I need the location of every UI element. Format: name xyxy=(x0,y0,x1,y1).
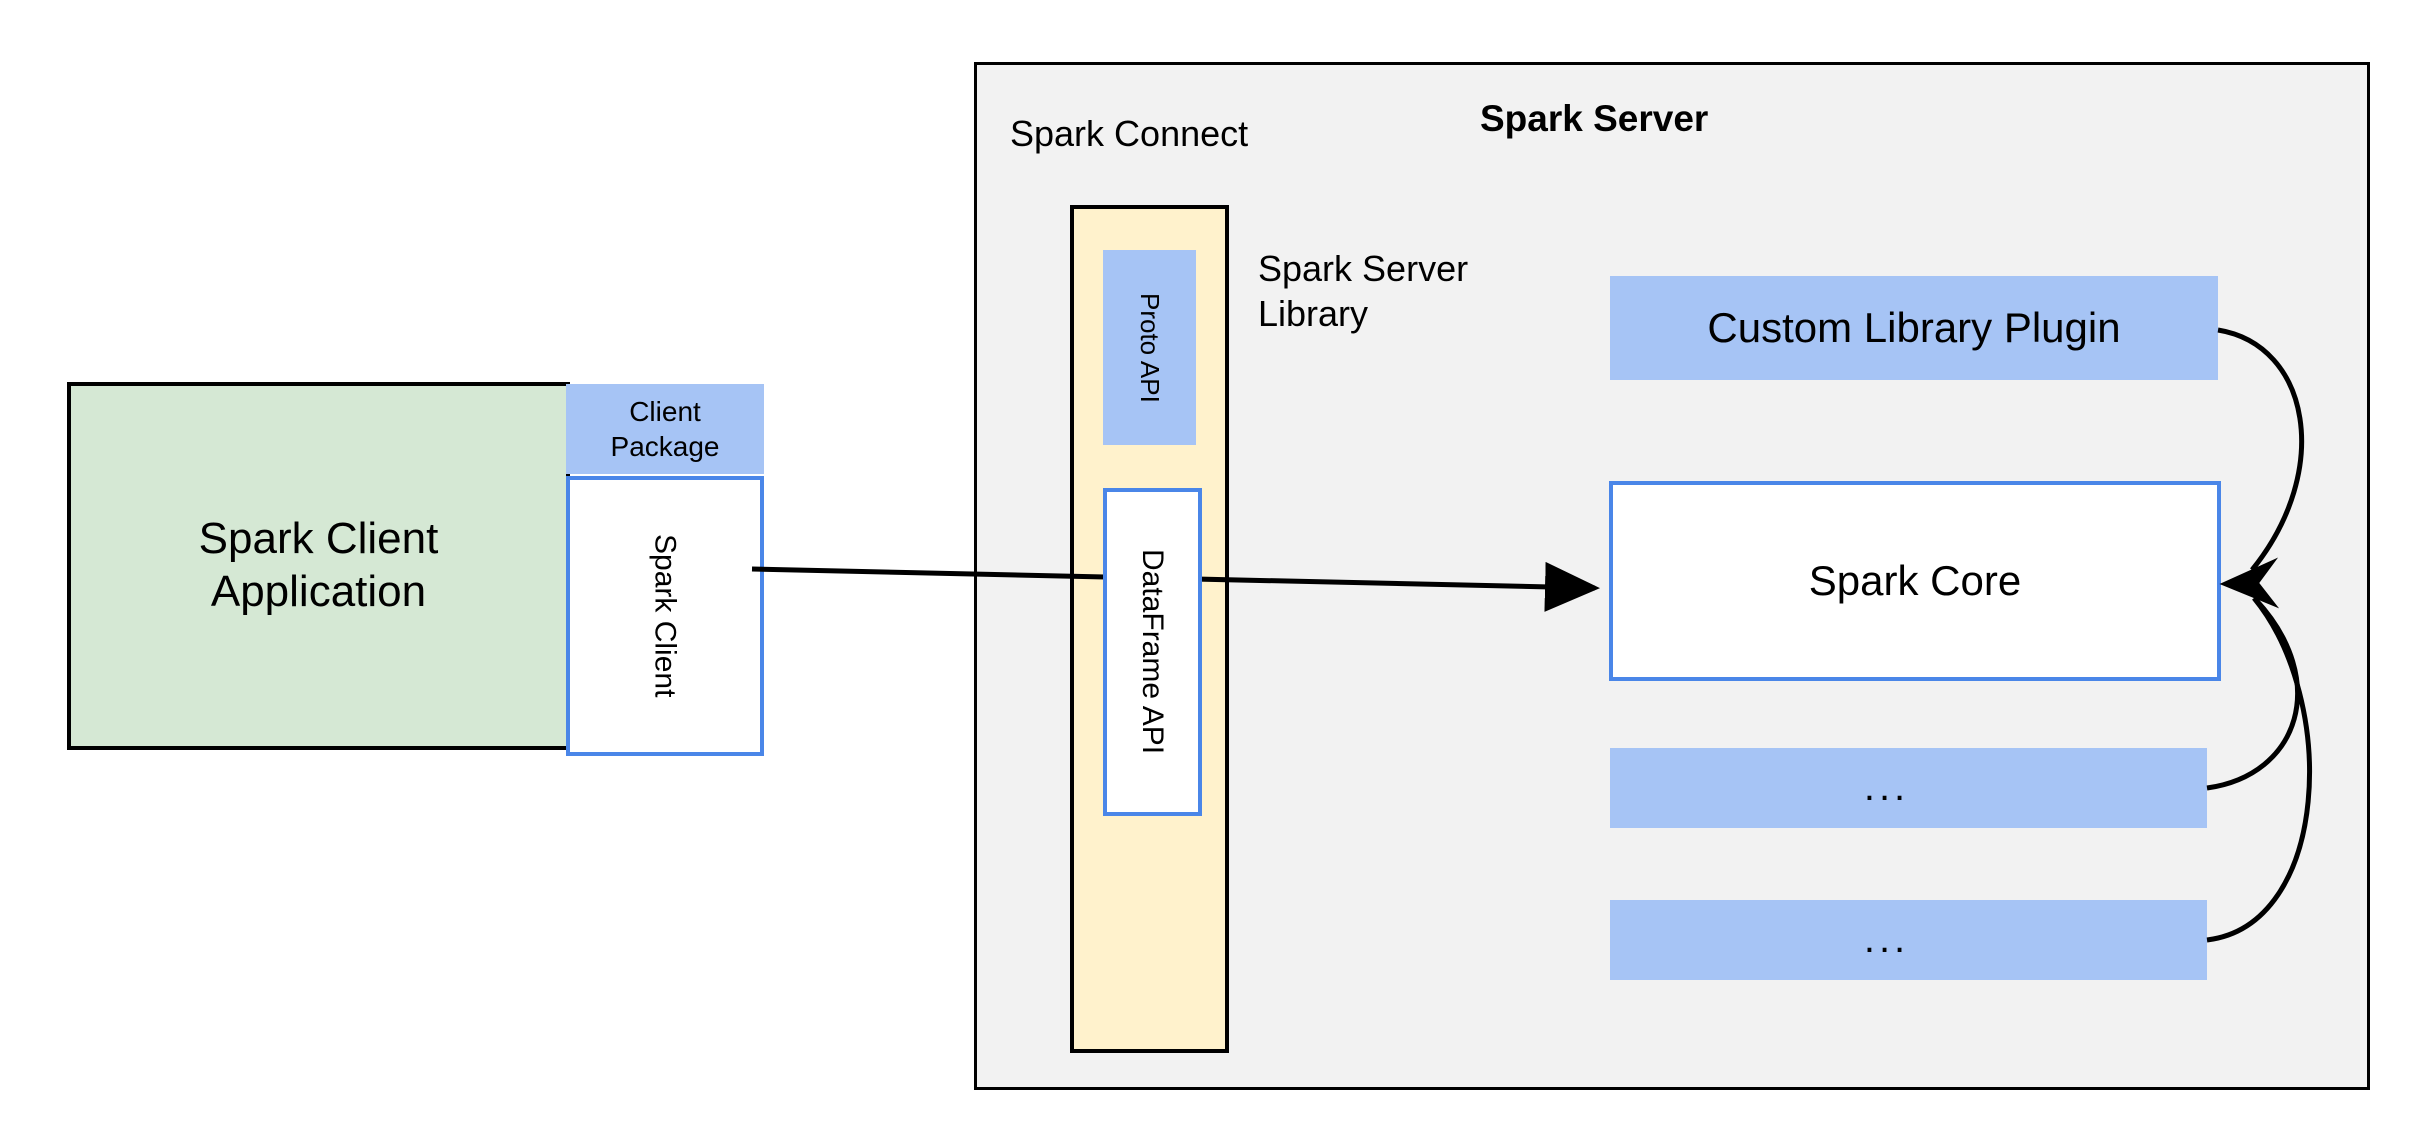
dataframe-api-box[interactable]: DataFrame API xyxy=(1103,488,1202,816)
proto-api-box[interactable]: Proto API xyxy=(1103,250,1196,445)
spark-connect-api-label-line1: Spark Connect xyxy=(1010,113,1249,154)
ellipsis-box-one[interactable]: ... xyxy=(1610,748,2207,828)
spark-client-application-box[interactable]: Spark Client Application xyxy=(67,382,570,750)
ellipsis-box-two[interactable]: ... xyxy=(1610,900,2207,980)
dataframe-api-label: DataFrame API xyxy=(1136,549,1170,755)
spark-client-label: Spark Client xyxy=(648,534,682,698)
spark-server-title: Spark Server xyxy=(1480,98,1709,139)
spark-client-box[interactable]: Spark Client xyxy=(566,476,764,756)
custom-library-plugin-box[interactable]: Custom Library Plugin xyxy=(1610,276,2218,380)
spark-core-box[interactable]: Spark Core xyxy=(1609,481,2221,681)
spark-server-library-label: Spark Server Library xyxy=(1258,248,1469,334)
spark-connect-api-label: Spark Connect API xyxy=(1010,66,1340,244)
client-package-box[interactable]: Client Package xyxy=(566,384,764,474)
proto-api-label: Proto API xyxy=(1134,292,1165,403)
